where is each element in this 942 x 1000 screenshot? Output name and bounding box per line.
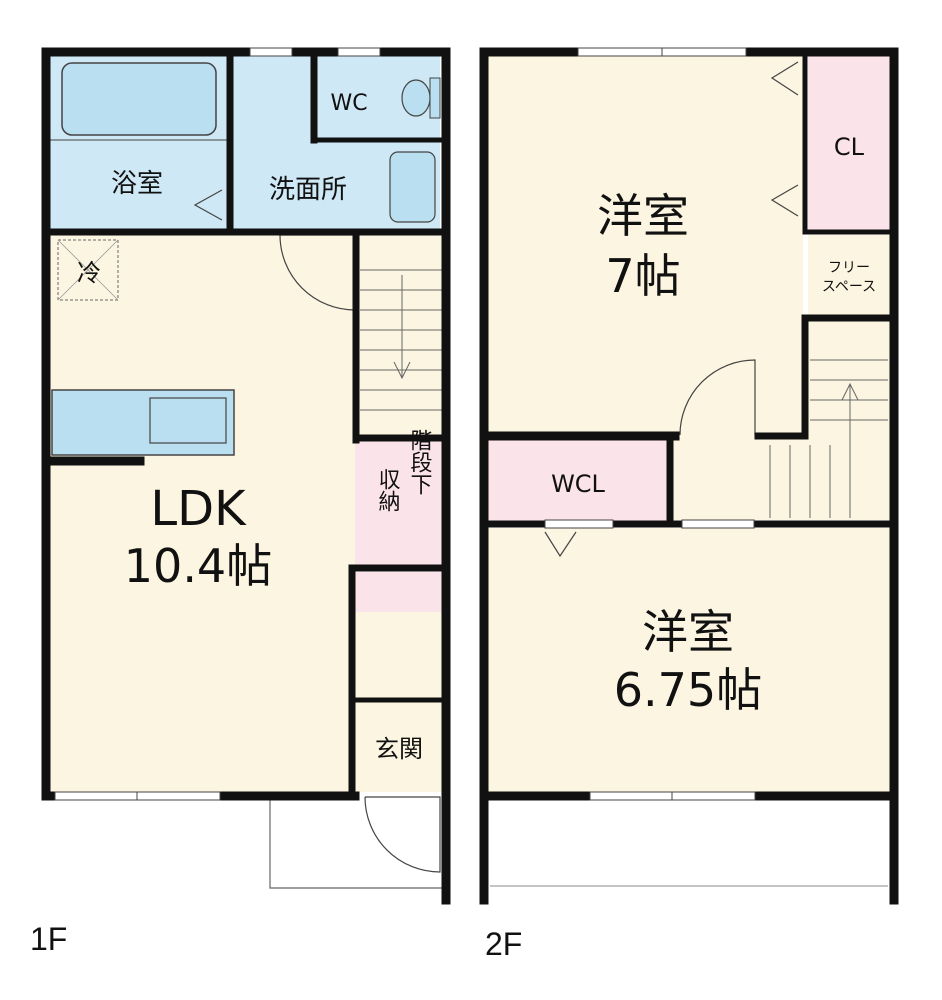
bath-door-mark [193, 189, 223, 221]
storage-label-right: 階段下 [407, 429, 433, 495]
door-entrance [364, 796, 441, 873]
windows-1f [54, 47, 381, 801]
free-space-label-2: スペース [822, 279, 876, 295]
western2-area [488, 528, 890, 794]
toilet-tank [429, 77, 441, 119]
under-stairs-storage-area [355, 440, 443, 565]
kitchen-sink [149, 397, 227, 444]
wcl-label: WCL [551, 470, 605, 498]
free-space-label-1: フリー [828, 260, 870, 276]
western2-size-label: 6.75帖 [614, 663, 762, 717]
entrance-label: 玄関 [375, 735, 423, 763]
closet-door-mark-top [770, 61, 799, 96]
bathtub [61, 62, 217, 136]
ldk-size-label: 10.4帖 [124, 539, 272, 593]
shoe-storage-area [355, 572, 443, 612]
stairs-2f [769, 359, 888, 518]
floor-1f-label: 1F [30, 921, 67, 957]
floor-2f-label: 2F [485, 926, 522, 962]
western2-name-label: 洋室 [642, 605, 734, 659]
closet-door-mark-bottom [770, 184, 799, 217]
stairs-1f [360, 269, 443, 411]
storage-label-left: 収納 [375, 468, 401, 512]
entrance-area [355, 700, 443, 792]
closet-label: CL [834, 133, 865, 161]
balcony-area [488, 798, 890, 890]
hall-area [355, 612, 443, 700]
washroom-label: 洗面所 [269, 175, 347, 205]
fridge-space [57, 239, 119, 301]
toilet-bowl [401, 79, 431, 117]
ldk-name-label: LDK [150, 481, 247, 537]
floor-2f: 洋室 7帖 CL フリー スペース WCL 洋室 6.75帖 2F [479, 47, 899, 962]
wcl-area [488, 440, 668, 522]
western1-size-label: 7帖 [605, 249, 680, 303]
fridge-label: 冷 [77, 259, 101, 287]
windows-2f [490, 47, 888, 887]
closet-area [808, 55, 890, 230]
ldk-area [50, 230, 355, 792]
stair-area-1f [355, 230, 443, 440]
free-space-area [808, 235, 890, 317]
floor-1f: 浴室 洗面所 WC 冷 LDK 10.4帖 収納 階段下 玄関 1F [30, 47, 451, 957]
porch [269, 797, 443, 889]
wcl-door-mark [544, 531, 577, 558]
bath-label: 浴室 [111, 169, 163, 199]
wc-label: WC [330, 91, 367, 116]
wash-basin [389, 151, 436, 223]
western1-name-label: 洋室 [597, 189, 689, 243]
door-western1 [679, 359, 756, 436]
